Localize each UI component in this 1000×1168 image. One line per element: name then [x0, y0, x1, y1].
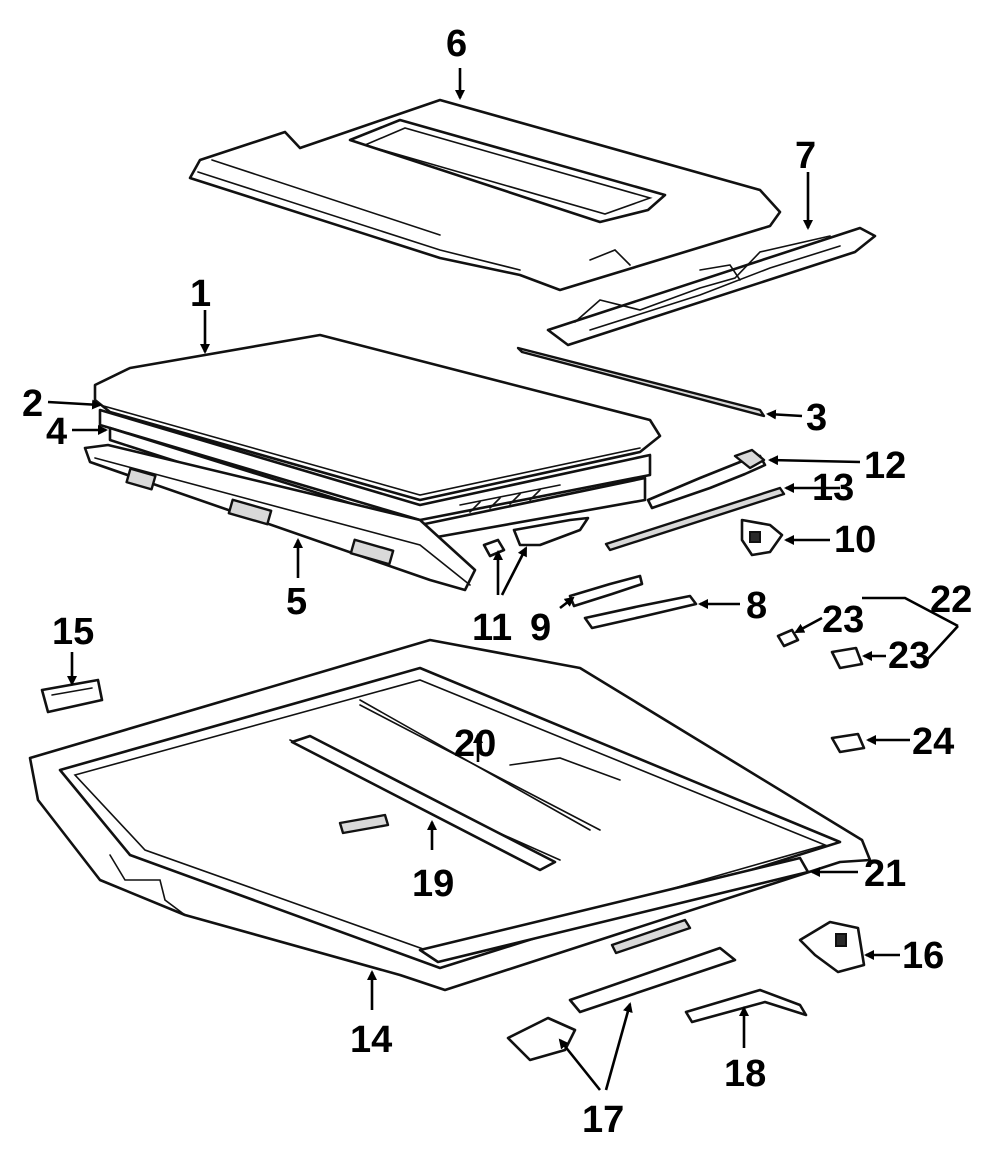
callout-11: 11	[472, 607, 512, 649]
callout-6: 6	[446, 23, 467, 65]
part-12-cable-guide	[646, 448, 767, 510]
part-8-slide	[583, 594, 698, 630]
part-19-guide-rail	[290, 734, 557, 872]
callout-12: 12	[864, 445, 906, 487]
part-16-bracket	[798, 920, 866, 974]
callout-23b: 23	[888, 635, 930, 677]
leader-lines	[47, 68, 959, 1091]
callout-18: 18	[724, 1053, 766, 1095]
callout-5: 5	[286, 581, 307, 623]
callout-7: 7	[795, 135, 816, 177]
part-20-rail	[359, 699, 591, 831]
callout-2: 2	[22, 383, 43, 425]
callout-1: 1	[190, 273, 211, 315]
callout-labels: 6 7 1 2 4 3 12 13 10 5 11 9 8 22 23 23 1…	[22, 23, 972, 1141]
part-17-mount	[506, 1016, 577, 1062]
callout-21: 21	[864, 853, 906, 895]
callout-22: 22	[930, 579, 972, 621]
callout-23a: 23	[822, 599, 864, 641]
part-23-clip-a	[776, 628, 800, 648]
part-18-link-rod	[684, 988, 808, 1024]
part-21-drain-frame	[418, 856, 810, 964]
callout-10: 10	[834, 519, 876, 561]
part-1-glass-panel	[93, 333, 662, 502]
part-3-seal-strip	[516, 346, 766, 418]
callout-13: 13	[812, 467, 854, 509]
part-6-headliner-panel	[188, 98, 782, 292]
part-13-drive-cable	[604, 486, 786, 552]
part-9-link	[568, 574, 644, 608]
part-17-drive-tube	[568, 918, 737, 1014]
part-10-bracket	[740, 518, 784, 557]
callout-19: 19	[412, 863, 454, 905]
callout-24: 24	[912, 721, 954, 763]
callout-9: 9	[530, 607, 551, 649]
callout-15: 15	[52, 611, 94, 653]
callout-17: 17	[582, 1099, 624, 1141]
callout-14: 14	[350, 1019, 392, 1061]
callout-4: 4	[46, 411, 67, 453]
callout-20: 20	[454, 723, 496, 765]
part-23-clip-b	[830, 646, 864, 670]
callout-3: 3	[806, 397, 827, 439]
part-15-stopper	[40, 678, 104, 714]
part-24-clip	[830, 732, 866, 754]
part-5-lower-frame	[83, 443, 477, 592]
callout-16: 16	[902, 935, 944, 977]
callout-8: 8	[746, 585, 767, 627]
part-7-side-trim-rail	[546, 226, 877, 347]
